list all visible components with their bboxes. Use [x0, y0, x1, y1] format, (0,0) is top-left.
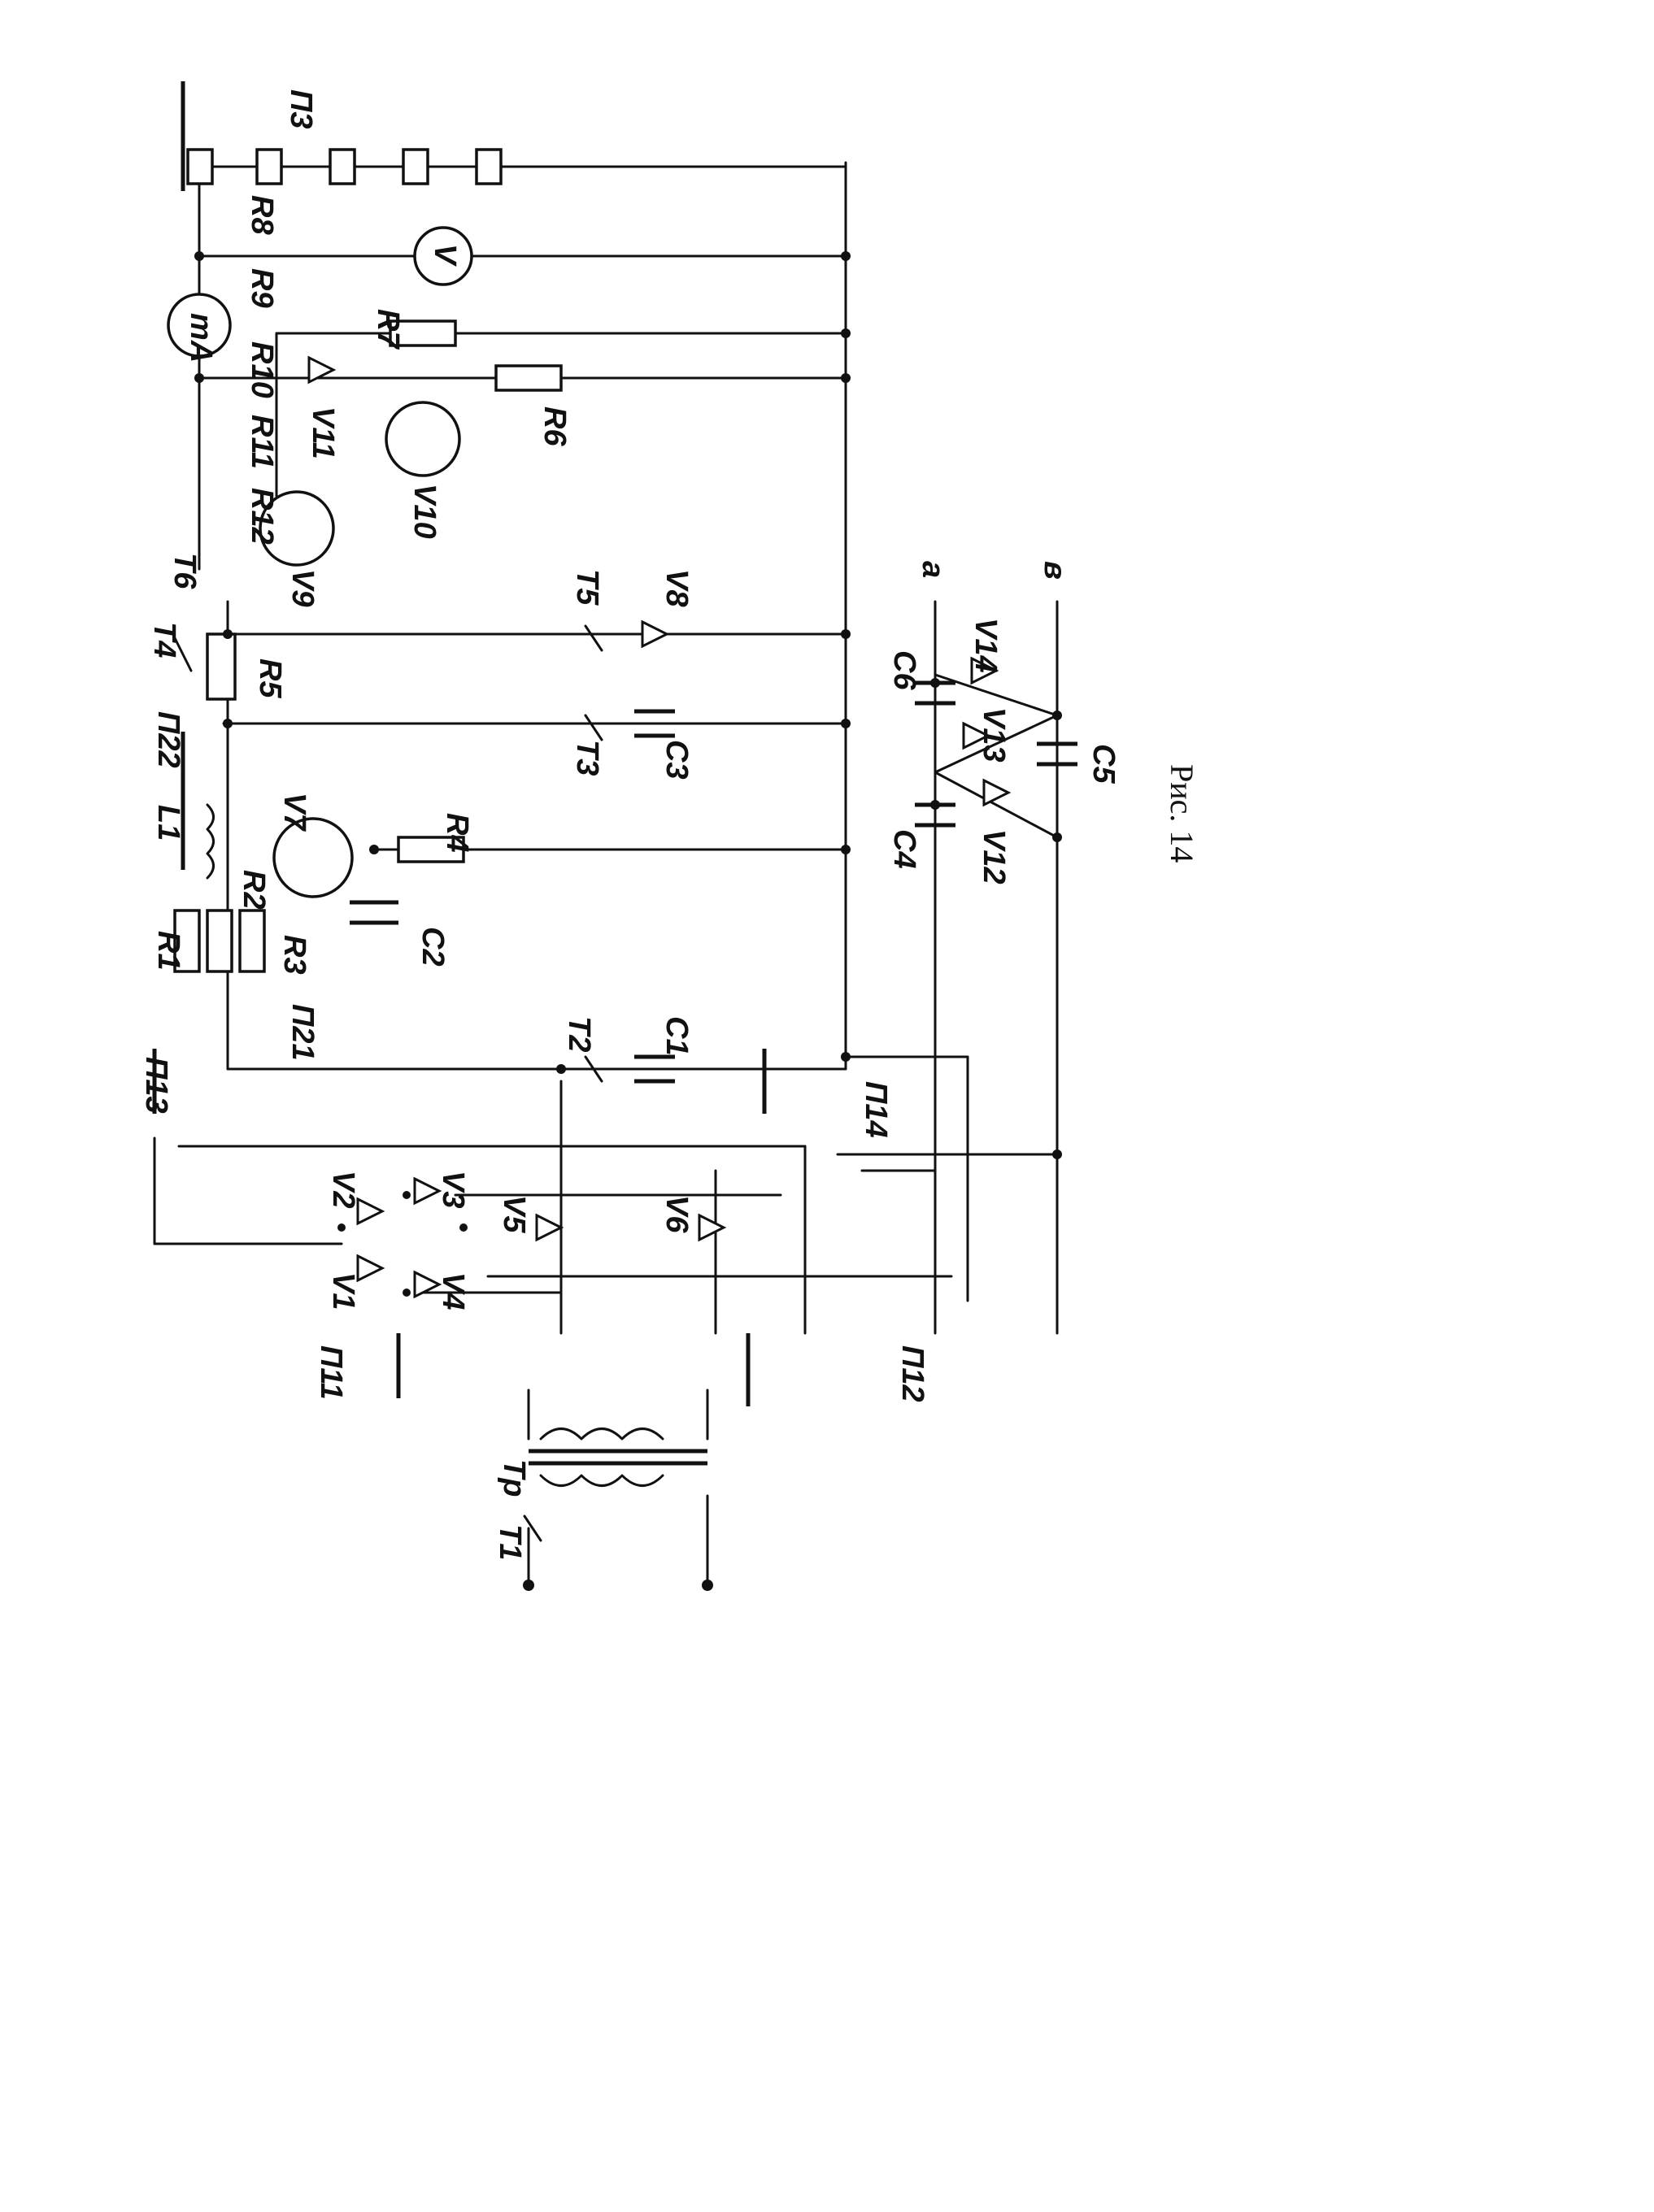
label-r4: R4 — [440, 813, 474, 853]
switch-t1-icon — [523, 1515, 542, 1542]
label-v-meter: V — [428, 244, 462, 267]
label-v9: V9 — [285, 569, 320, 606]
label-p3: П3 — [284, 89, 318, 128]
resistor-r2 — [206, 909, 233, 973]
resistor-r3 — [238, 909, 266, 973]
label-c2: C2 — [416, 927, 450, 967]
diode-v2-icon — [356, 1197, 385, 1226]
label-r10: R10 — [245, 341, 279, 398]
diode-v1-icon — [356, 1254, 385, 1283]
label-c3: C3 — [659, 740, 694, 780]
meters — [167, 226, 473, 358]
label-r7: R7 — [371, 309, 405, 350]
label-t5: T5 — [570, 569, 604, 606]
label-t4: T4 — [147, 622, 181, 658]
inductor-and-transformer — [206, 803, 707, 1487]
figure-caption: Рис. 14 — [1164, 764, 1200, 863]
label-v12: V12 — [977, 829, 1011, 884]
label-p14: П14 — [859, 1081, 893, 1138]
label-t2: T2 — [562, 1016, 596, 1052]
label-p21: П21 — [285, 1004, 320, 1061]
diode-v12-icon — [982, 778, 1012, 807]
resistor-r4 — [397, 836, 465, 863]
diode-v11-icon — [307, 355, 337, 385]
component-labels: П3 R8 R9 R10 R11 R12 mA V R7 V11 R6 V10 … — [139, 89, 1121, 1560]
label-v7: V7 — [277, 793, 311, 832]
resistor-r1 — [173, 909, 201, 973]
plug-bars — [152, 81, 767, 1406]
diode-v6-icon — [698, 1213, 727, 1242]
diode-v5-icon — [535, 1213, 564, 1242]
switch-t2-icon — [584, 1055, 603, 1083]
label-tr: Tp — [497, 1459, 531, 1497]
transformer-secondary-icon — [539, 1428, 664, 1441]
label-c4: C4 — [887, 829, 921, 869]
label-r12: R12 — [245, 488, 279, 545]
label-v14: V14 — [968, 618, 1003, 673]
label-v3: V3 — [436, 1171, 470, 1208]
junctions — [194, 251, 1062, 1591]
resistors — [173, 319, 563, 973]
label-l1: L1 — [151, 805, 185, 841]
switches — [173, 624, 603, 1542]
label-v1: V1 — [326, 1272, 360, 1310]
resistor-r5 — [206, 632, 237, 701]
label-v13: V13 — [977, 707, 1011, 763]
label-r9: R9 — [245, 268, 279, 308]
label-p13: П13 — [139, 1057, 173, 1114]
label-r2: R2 — [237, 870, 271, 910]
label-r8: R8 — [245, 195, 279, 235]
transformer-primary-icon — [539, 1474, 664, 1487]
label-ma: mA — [184, 313, 218, 363]
label-v10: V10 — [407, 484, 442, 539]
label-t1: T1 — [493, 1524, 527, 1560]
label-p22: П22 — [151, 711, 185, 768]
label-output-b: в — [1038, 561, 1072, 580]
label-output-a: a — [916, 561, 950, 578]
diode-v8-icon — [641, 619, 670, 649]
transistor-v9-icon — [259, 490, 335, 567]
diodes — [307, 355, 1012, 1299]
label-r11: R11 — [245, 415, 279, 469]
label-r5: R5 — [253, 658, 287, 698]
resistor-chain — [186, 148, 503, 185]
label-c5: C5 — [1086, 744, 1121, 784]
label-r3: R3 — [277, 935, 311, 975]
label-t3: T3 — [570, 740, 604, 776]
label-r1: R1 — [151, 931, 185, 971]
label-r6: R6 — [538, 406, 572, 446]
label-t6: T6 — [168, 553, 202, 589]
switch-t3-icon — [584, 714, 603, 741]
switch-t4-icon — [173, 637, 193, 672]
transistor-v10-icon — [385, 401, 461, 477]
label-c1: C1 — [659, 1016, 694, 1056]
resistor-r7 — [389, 319, 457, 347]
label-c6: C6 — [887, 650, 921, 690]
voltmeter-icon — [413, 226, 473, 286]
milliammeter-icon — [167, 293, 232, 358]
label-v5: V5 — [497, 1195, 531, 1233]
switch-t5-icon — [584, 624, 603, 652]
label-v11: V11 — [306, 406, 340, 459]
label-v6: V6 — [659, 1195, 694, 1233]
label-v2: V2 — [326, 1171, 360, 1208]
transistors — [259, 401, 461, 898]
label-p12: П12 — [895, 1345, 929, 1402]
diode-v3-icon — [413, 1176, 442, 1206]
label-v8: V8 — [659, 569, 694, 607]
diode-v13-icon — [962, 721, 991, 750]
diode-v14-icon — [970, 656, 999, 685]
caption-text: Рис. 14 — [1164, 764, 1200, 863]
diode-v4-icon — [413, 1270, 442, 1299]
resistor-r6 — [494, 364, 563, 392]
label-p11: П11 — [314, 1345, 348, 1400]
transistor-v7-icon — [272, 817, 354, 898]
label-v4: V4 — [436, 1272, 470, 1310]
inductor-l1-icon — [206, 803, 215, 880]
